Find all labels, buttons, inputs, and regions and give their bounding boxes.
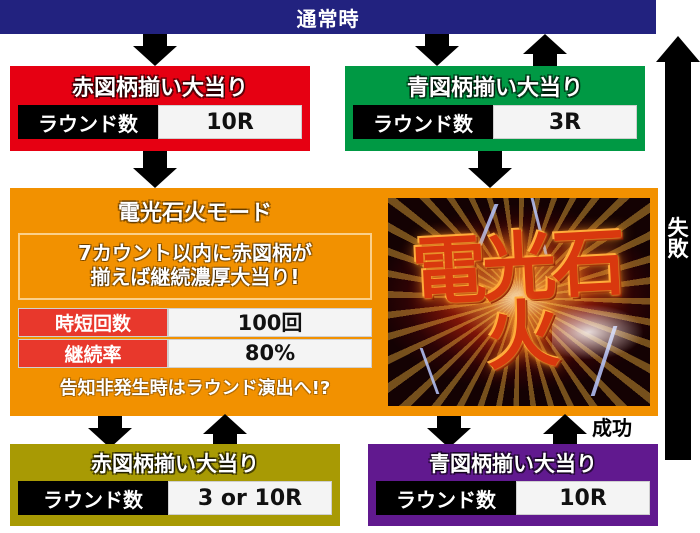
failure-label: 失敗 bbox=[667, 216, 689, 262]
arrow-head-banner-to-red bbox=[133, 46, 177, 66]
arrow-head-banner-to-green bbox=[415, 46, 459, 66]
artwork-background bbox=[388, 198, 650, 406]
result-card-purple-round-key: ラウンド数 bbox=[376, 481, 516, 515]
arrow-head-green-to-mode bbox=[468, 168, 512, 188]
arrow-head-olive-to-mode bbox=[203, 414, 247, 434]
result-card-purple-round-row: ラウンド数 10R bbox=[376, 481, 650, 515]
result-card-red-round-row: ラウンド数 10R bbox=[18, 105, 302, 139]
mode-stat-row: 継続率 80% bbox=[18, 338, 372, 368]
mode-panel-left: 電光石火モード 7カウント以内に赤図柄が 揃えば継続濃厚大当り! 時短回数 10… bbox=[10, 188, 380, 416]
result-card-olive-round-key: ラウンド数 bbox=[18, 481, 168, 515]
arrow-head-green-to-banner bbox=[523, 34, 567, 54]
artwork-rays bbox=[388, 198, 650, 406]
artwork-kanji-text: 電光石火 bbox=[410, 219, 625, 381]
mode-panel-callout-line1: 7カウント以内に赤図柄が bbox=[78, 241, 312, 265]
failure-arrow-head bbox=[656, 36, 700, 62]
result-card-red-title: 赤図柄揃い大当り bbox=[71, 76, 248, 101]
result-card-green-round-key: ラウンド数 bbox=[353, 105, 493, 139]
result-card-purple-round-value: 10R bbox=[516, 481, 650, 515]
result-card-green-title: 青図柄揃い大当り bbox=[406, 76, 583, 101]
mode-stat-value-keizoku: 80% bbox=[168, 338, 372, 368]
result-card-olive-round-row: ラウンド数 3 or 10R bbox=[18, 481, 332, 515]
result-card-purple[interactable]: 青図柄揃い大当り ラウンド数 10R bbox=[368, 444, 658, 526]
result-card-red[interactable]: 赤図柄揃い大当り ラウンド数 10R bbox=[10, 66, 310, 151]
mode-panel-title: 電光石火モード bbox=[117, 201, 272, 226]
mode-screenshot-thumbnail: 電光石火 bbox=[388, 198, 650, 406]
normal-state-banner-label: 通常時 bbox=[296, 6, 360, 31]
mode-panel-callout-line2: 揃えば継続濃厚大当り! bbox=[90, 265, 300, 290]
result-card-red-round-key: ラウンド数 bbox=[18, 105, 158, 139]
result-card-red-round-value: 10R bbox=[158, 105, 302, 139]
mode-panel-callout: 7カウント以内に赤図柄が 揃えば継続濃厚大当り! bbox=[18, 233, 372, 300]
result-card-olive-round-value: 3 or 10R bbox=[168, 481, 332, 515]
normal-state-banner: 通常時 bbox=[0, 0, 656, 34]
result-card-olive[interactable]: 赤図柄揃い大当り ラウンド数 3 or 10R bbox=[10, 444, 340, 526]
artwork-smoke bbox=[552, 304, 644, 360]
mode-panel-stats: 時短回数 100回 継続率 80% bbox=[18, 307, 372, 368]
arrow-head-mode-to-purple bbox=[427, 428, 471, 448]
mode-stat-value-jitan: 100回 bbox=[168, 307, 372, 337]
result-card-olive-title: 赤図柄揃い大当り bbox=[91, 452, 259, 476]
mode-stat-key-keizoku: 継続率 bbox=[18, 338, 168, 368]
result-card-green-round-row: ラウンド数 3R bbox=[353, 105, 637, 139]
mode-stat-row: 時短回数 100回 bbox=[18, 307, 372, 337]
arrow-shaft-red-to-mode bbox=[143, 151, 167, 173]
arrow-head-red-to-mode bbox=[133, 168, 177, 188]
mode-panel[interactable]: 電光石火モード 7カウント以内に赤図柄が 揃えば継続濃厚大当り! 時短回数 10… bbox=[10, 188, 658, 416]
arrow-head-mode-to-olive bbox=[88, 428, 132, 448]
failure-arrow-shaft bbox=[665, 60, 691, 460]
result-card-green-round-value: 3R bbox=[493, 105, 637, 139]
result-card-purple-title: 青図柄揃い大当り bbox=[429, 452, 597, 476]
result-card-green[interactable]: 青図柄揃い大当り ラウンド数 3R bbox=[345, 66, 645, 151]
success-label: 成功 bbox=[592, 416, 632, 440]
mode-panel-note: 告知非発生時はラウンド演出へ!? bbox=[59, 377, 331, 399]
arrow-shaft-green-to-mode bbox=[478, 151, 502, 173]
arrow-head-purple-to-mode bbox=[543, 414, 587, 434]
mode-stat-key-jitan: 時短回数 bbox=[18, 307, 168, 337]
